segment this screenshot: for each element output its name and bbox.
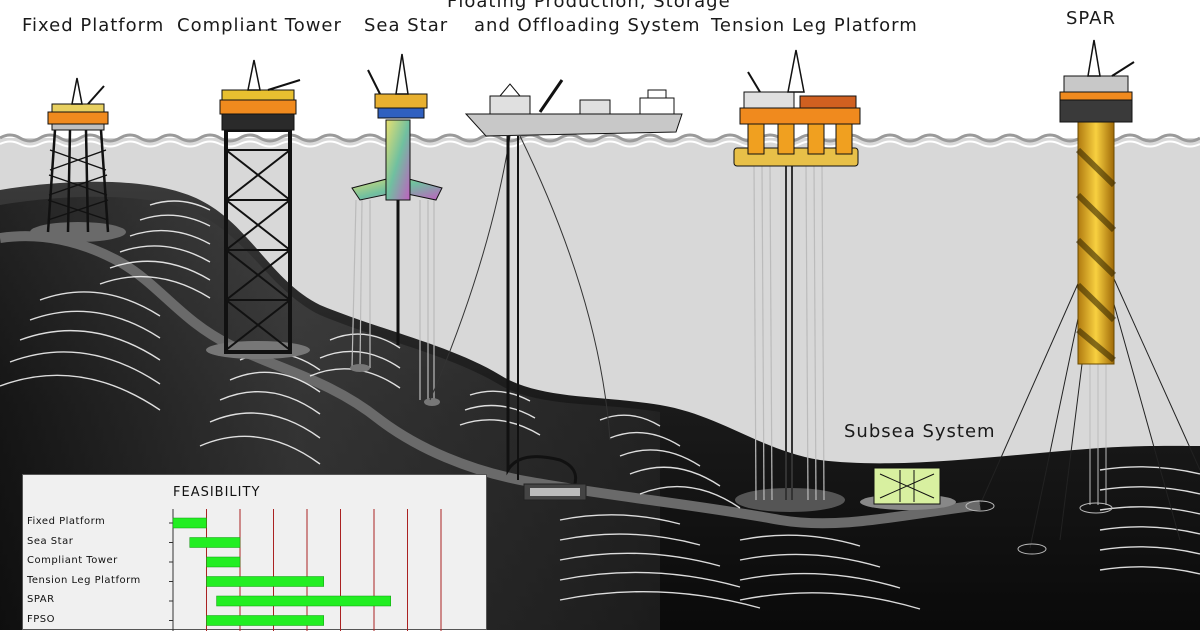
subsea-system <box>860 467 956 510</box>
chart-title: FEASIBILITY <box>173 485 261 500</box>
feasibility-chart-plot <box>169 509 442 631</box>
compliant-tower <box>206 59 310 359</box>
chart-bar <box>206 556 241 568</box>
spar-platform <box>965 39 1200 555</box>
sea-surface-waves <box>0 133 1200 143</box>
label-fpso-line2: and Offloading System <box>474 15 701 36</box>
label-tension-leg-platform: Tension Leg Platform <box>711 15 918 36</box>
tension-leg-platform <box>733 49 861 512</box>
fpso-ship <box>429 79 683 501</box>
chart-category-label: FPSO <box>27 613 56 625</box>
chart-bar <box>172 517 207 529</box>
chart-bar <box>216 595 391 607</box>
chart-bar <box>206 615 324 626</box>
chart-category-label: SPAR <box>27 594 55 605</box>
chart-category-label: Tension Leg Platform <box>27 574 141 586</box>
label-spar: SPAR <box>1066 8 1116 29</box>
seabed-channel <box>0 231 981 529</box>
chart-category-label: Fixed Platform <box>27 516 106 527</box>
label-fixed-platform: Fixed Platform <box>22 15 165 36</box>
sea-star-platform <box>350 53 443 406</box>
label-compliant-tower: Compliant Tower <box>177 15 342 36</box>
chart-bar <box>189 537 241 548</box>
label-subsea-system: Subsea System <box>844 421 996 442</box>
chart-category-label: Sea Star <box>27 535 74 547</box>
chart-bar <box>206 576 324 587</box>
label-fpso-line1: Floating Production, Storage <box>447 0 731 12</box>
fixed-platform <box>30 77 126 242</box>
chart-category-label: Compliant Tower <box>27 555 118 566</box>
label-sea-star: Sea Star <box>364 15 449 36</box>
